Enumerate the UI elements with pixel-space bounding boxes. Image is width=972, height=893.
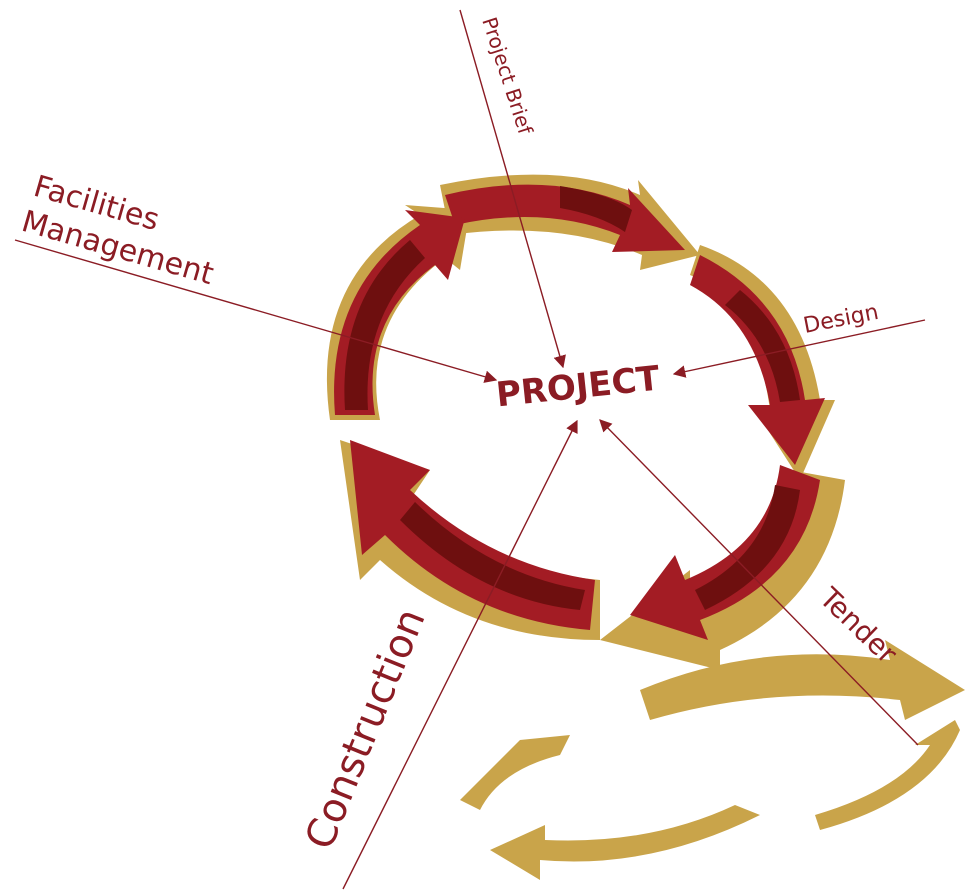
- arrow-construction-to-facilities: [350, 440, 595, 630]
- reflection-arrow-top: [640, 640, 965, 720]
- line-construction: [342, 419, 578, 890]
- line-project-brief: [459, 9, 566, 369]
- line-tender: [599, 419, 919, 746]
- label-design: Design: [801, 300, 880, 339]
- reflection-arrow-left: [460, 735, 570, 810]
- arrow-design-to-tender: [690, 255, 825, 465]
- arrow-tender-to-construction: [630, 465, 820, 640]
- label-project-brief: Project Brief: [477, 14, 538, 138]
- arrow-facilities-to-brief: [334, 210, 465, 415]
- reflection-arrow-bottom: [490, 805, 760, 880]
- arrow-brief-to-design: [445, 184, 685, 252]
- center-label: PROJECT: [494, 358, 662, 415]
- main-cycle-arrows: [334, 184, 825, 640]
- reflection-arrow-right: [815, 720, 960, 830]
- line-facilities: [14, 239, 498, 383]
- reflection-arrows: [460, 640, 965, 880]
- radial-lines: [14, 9, 926, 890]
- line-design: [672, 319, 926, 378]
- label-construction: Construction: [297, 602, 435, 855]
